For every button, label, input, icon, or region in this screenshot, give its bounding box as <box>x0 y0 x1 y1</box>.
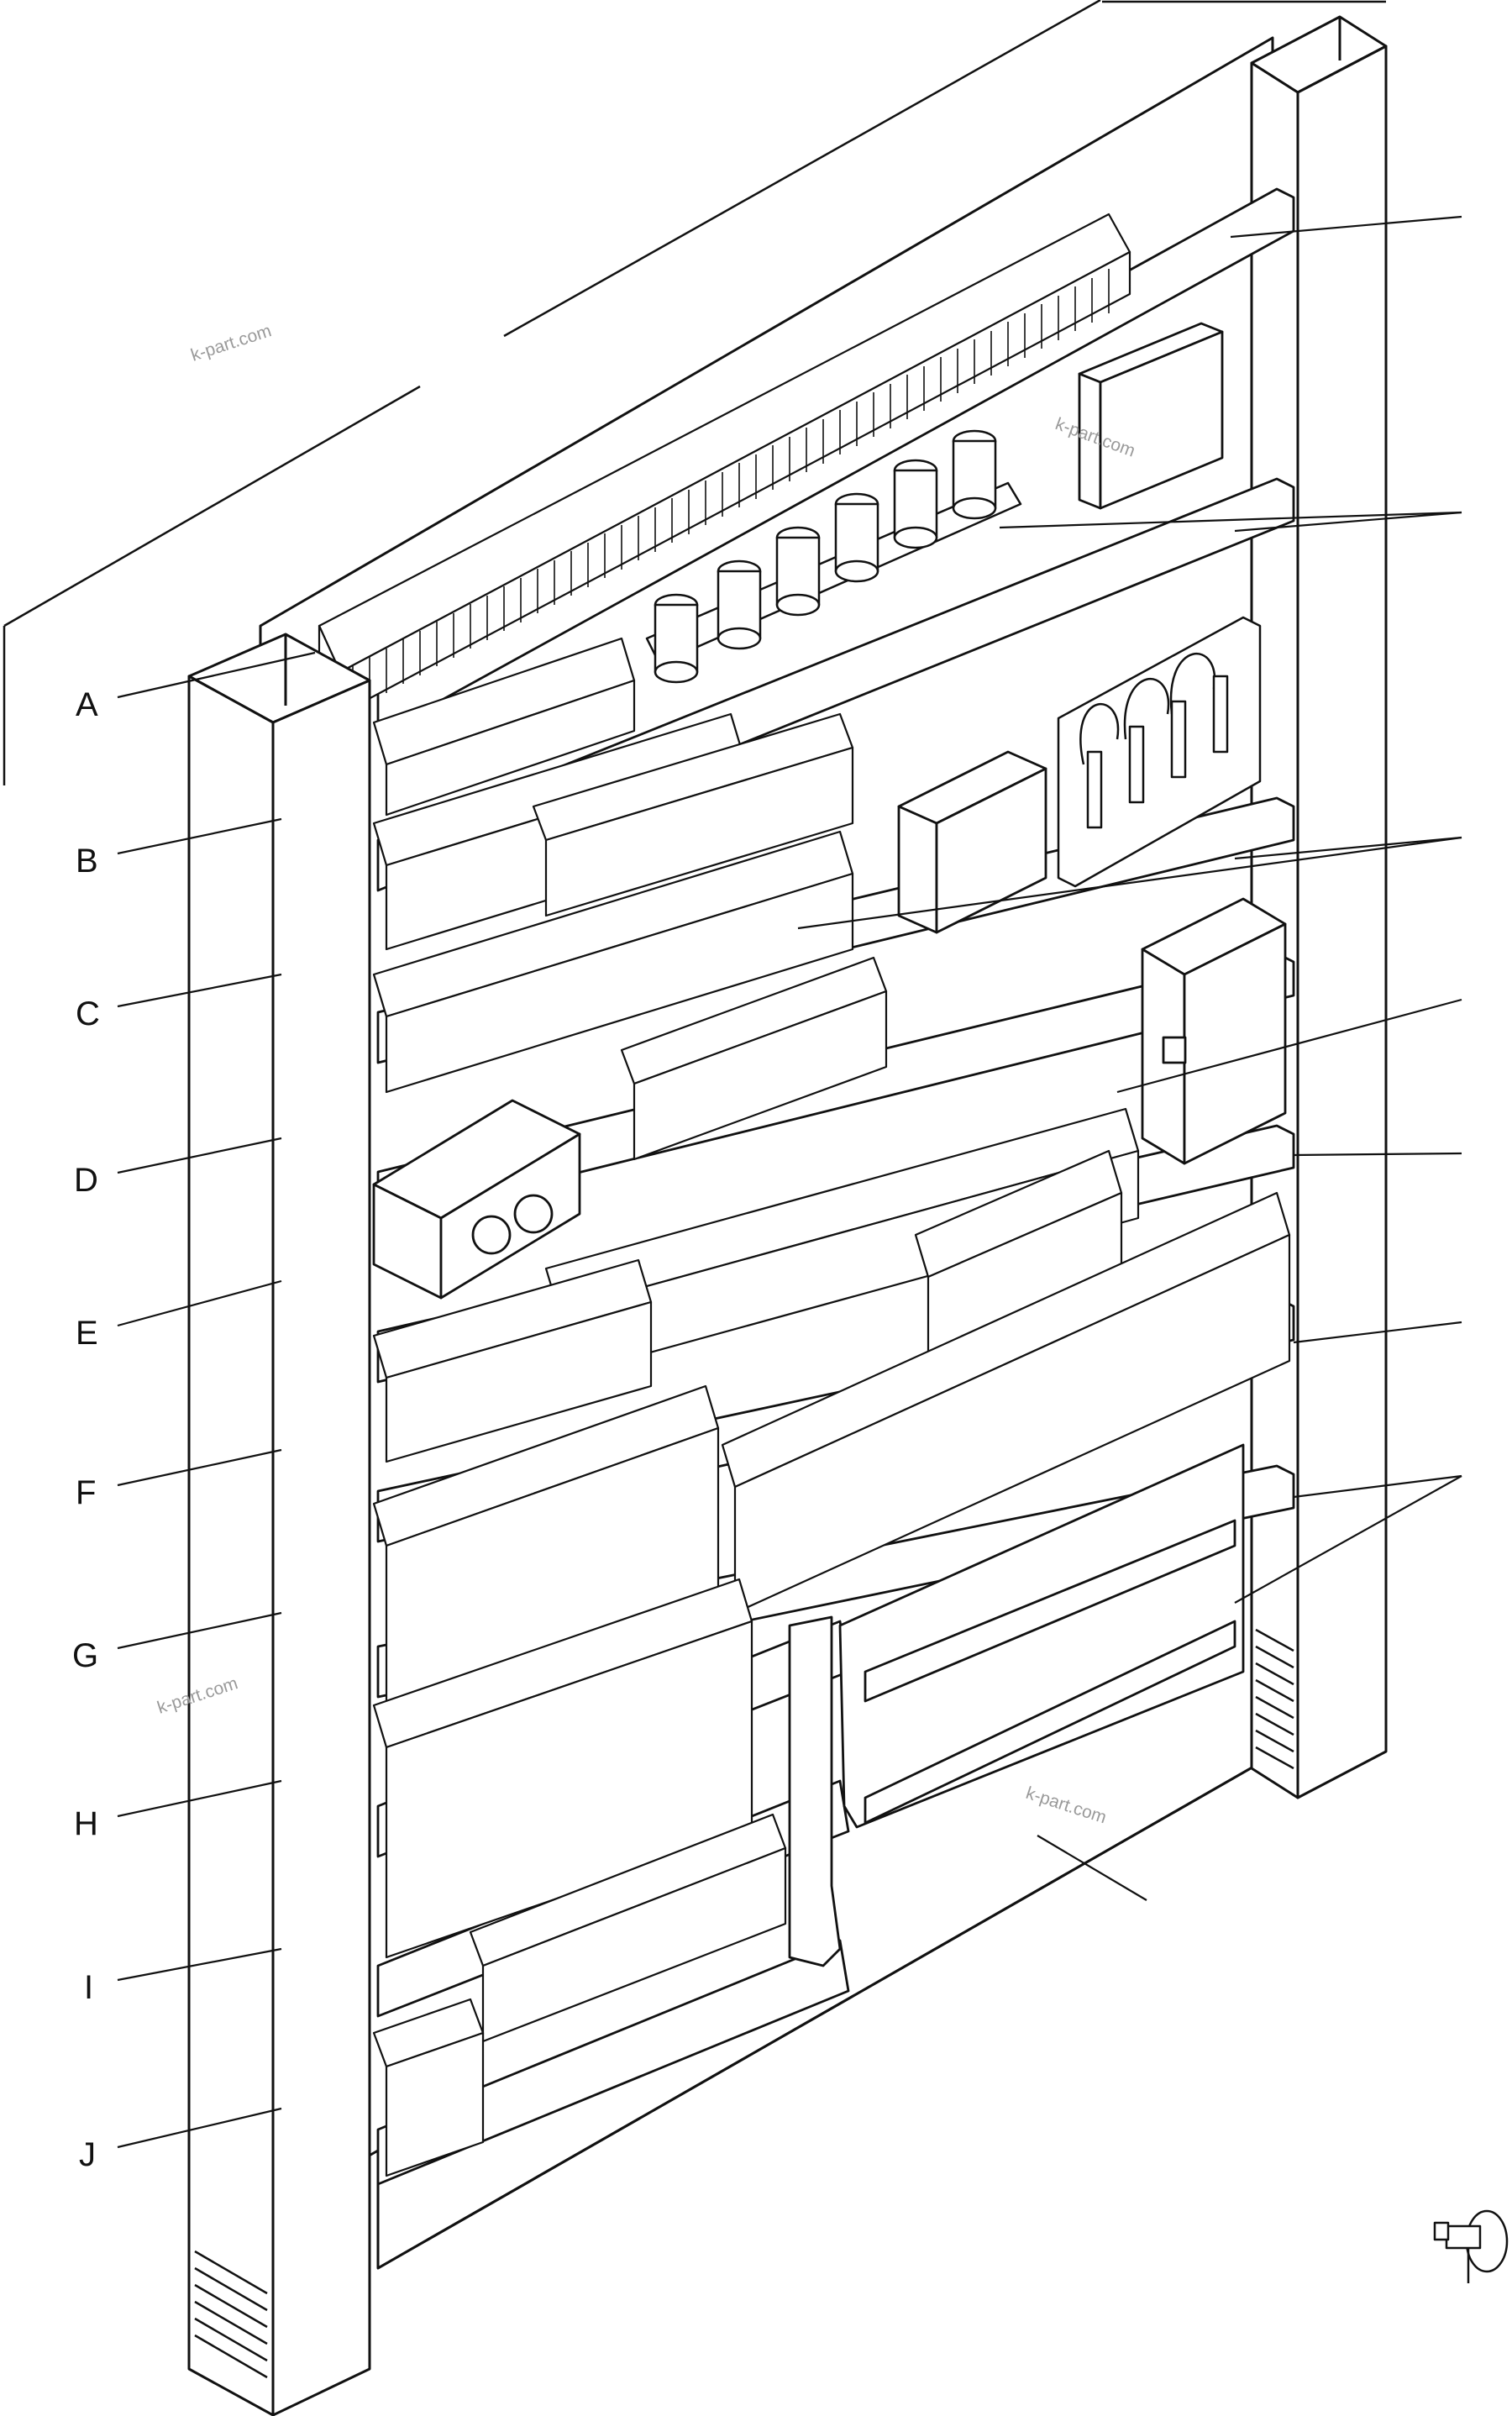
callout-h: H <box>74 1805 98 1842</box>
capacitor-row-b <box>645 429 1022 684</box>
right-post-vents <box>1255 1628 1294 1770</box>
construction-lines <box>3 0 1386 785</box>
junction-box <box>1078 322 1224 510</box>
callout-g: G <box>72 1637 98 1674</box>
controller-unit <box>1141 897 1287 1165</box>
terminal-strip-b-left <box>372 637 636 817</box>
sensor-module <box>897 750 1047 934</box>
watermark-text: k-part.com <box>188 321 273 365</box>
relay-row-c <box>372 712 854 951</box>
module-rows-f-g <box>372 1191 1291 1707</box>
fiber-connector-block <box>1057 616 1262 888</box>
callout-c: C <box>76 995 100 1032</box>
callout-e: E <box>76 1315 98 1352</box>
callout-i: I <box>84 1969 93 2006</box>
left-post <box>187 633 371 2416</box>
callout-j: J <box>79 2136 96 2173</box>
callout-f: F <box>76 1474 96 1511</box>
leader-lines-right <box>797 215 1462 1901</box>
left-post-vents <box>194 2250 268 2379</box>
leader-lines-left <box>117 651 316 2149</box>
lower-rows <box>372 1578 787 2177</box>
callout-d: D <box>74 1162 98 1199</box>
door-cutout <box>788 1443 1245 1967</box>
connector-box-e <box>372 1099 581 1300</box>
callout-a: A <box>76 686 98 723</box>
callout-b: B <box>76 843 98 880</box>
relay-bank-d <box>372 830 888 1161</box>
push-button-detail <box>1433 2209 1509 2283</box>
